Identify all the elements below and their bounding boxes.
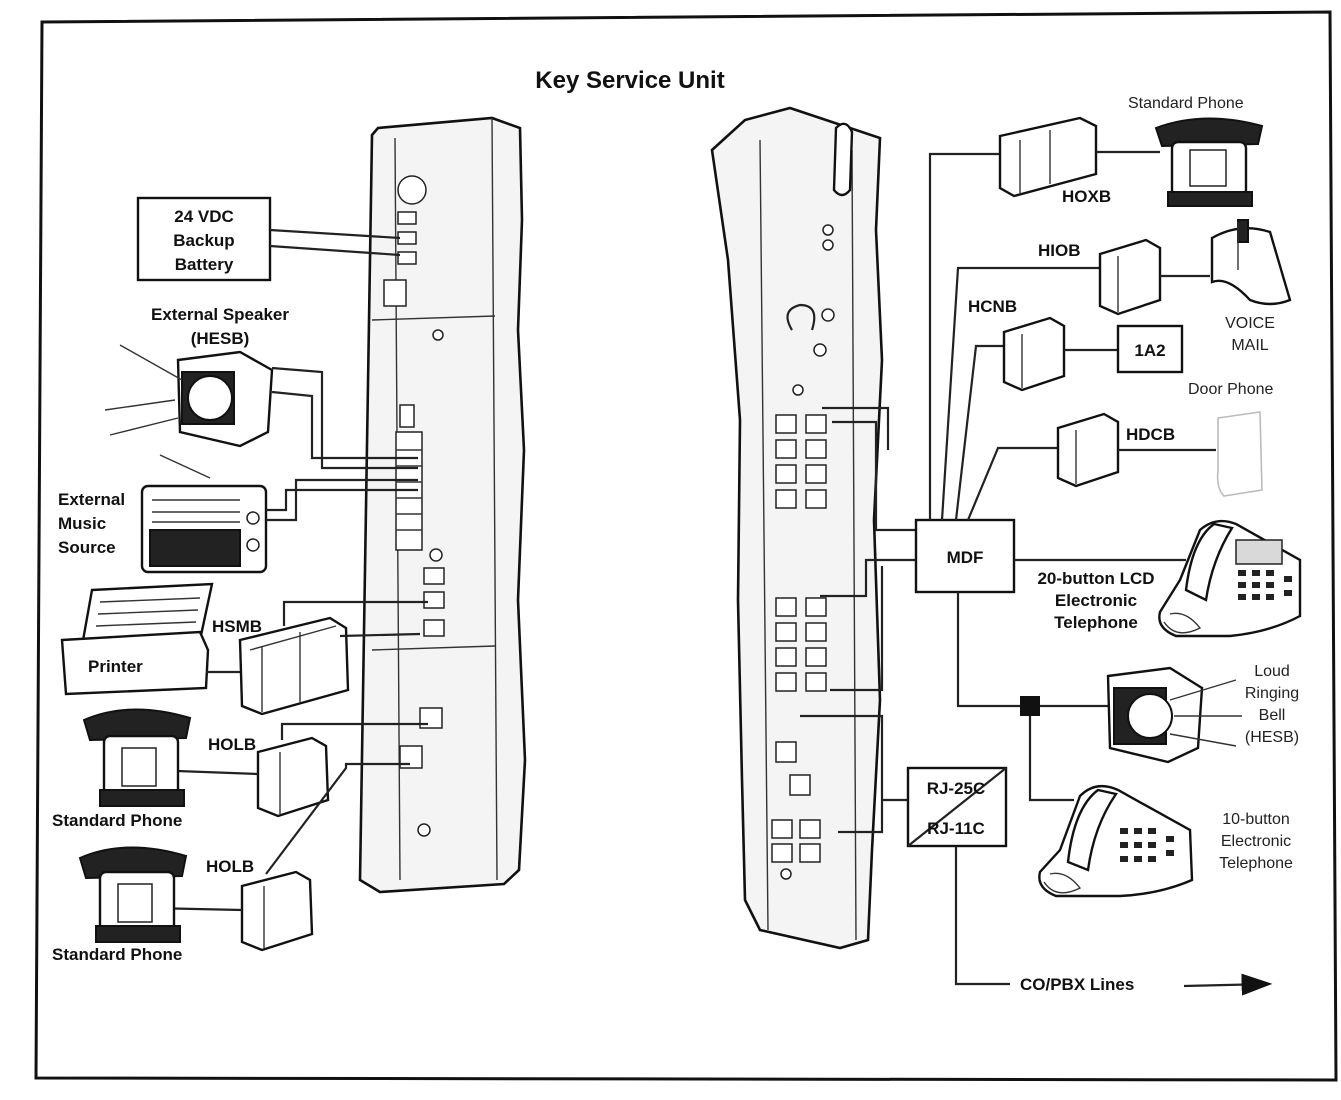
door-phone-label: Door Phone (1188, 381, 1273, 398)
lcd-electronic-telephone-icon (1159, 521, 1300, 636)
standard-phone-1-icon (84, 709, 190, 806)
voice-mail-label-1: VOICE (1225, 315, 1275, 332)
bell-label-1: Loud (1254, 663, 1290, 680)
junction-block (1020, 696, 1040, 716)
rj25c-label: RJ-25C (927, 779, 986, 798)
printer-icon: Printer (62, 584, 212, 694)
hsmb-label: HSMB (212, 617, 262, 636)
mdf-label: MDF (947, 548, 984, 567)
speaker-label-1: External Speaker (151, 305, 289, 324)
ksu-front-unit (360, 118, 525, 892)
music-label-3: Source (58, 538, 116, 557)
co-lines-arrow (1184, 984, 1268, 986)
backup-battery: 24 VDC Backup Battery (138, 198, 270, 280)
bell-label-4: (HESB) (1245, 729, 1299, 746)
rj-jack-box: RJ-25C RJ-11C (908, 768, 1006, 846)
holb-2-label: HOLB (206, 857, 254, 876)
btn10-phone-label-1: 10-button (1222, 811, 1290, 828)
bell-label-3: Bell (1259, 707, 1286, 724)
hcnb-label: HCNB (968, 297, 1017, 316)
diagram-title: Key Service Unit (535, 67, 724, 94)
standard-phone-2-icon (80, 847, 186, 942)
lcd-phone-label-1: 20-button LCD (1037, 569, 1154, 588)
btn10-phone-label-3: Telephone (1219, 855, 1293, 872)
holb-1-label: HOLB (208, 735, 256, 754)
music-label-2: Music (58, 514, 106, 533)
music-label-1: External (58, 490, 125, 509)
btn10-phone-label-2: Electronic (1221, 833, 1291, 850)
music-source-radio-icon (142, 455, 266, 572)
battery-label-1: 24 VDC (174, 207, 234, 226)
battery-label-2: Backup (173, 231, 234, 250)
hdcb-module (1058, 414, 1118, 486)
holb-2-module (242, 872, 312, 950)
ksu-rear-unit (712, 108, 882, 948)
door-phone-icon (1218, 412, 1262, 496)
standard-phone-top-icon (1156, 118, 1262, 206)
co-pbx-lines-label: CO/PBX Lines (1020, 975, 1134, 994)
hdcb-label: HDCB (1126, 425, 1175, 444)
key-system-1a2-box: 1A2 (1118, 326, 1182, 372)
hiob-label: HIOB (1038, 241, 1081, 260)
bell-label-2: Ringing (1245, 685, 1299, 702)
external-speaker-icon (105, 345, 272, 446)
rj11c-label: RJ-11C (927, 819, 985, 838)
lcd-phone-label-3: Telephone (1054, 613, 1138, 632)
hoxb-module (1000, 118, 1096, 196)
mdf-box: MDF (916, 520, 1014, 592)
a1a2-label: 1A2 (1134, 341, 1165, 360)
hoxb-label: HOXB (1062, 187, 1111, 206)
electronic-telephone-10-button-icon (1039, 786, 1192, 896)
speaker-label-2: (HESB) (191, 329, 250, 348)
std-phone-2-label: Standard Phone (52, 945, 182, 964)
hiob-module (1100, 240, 1160, 314)
battery-label-3: Battery (175, 255, 234, 274)
hcnb-module (1004, 318, 1064, 390)
std-phone-1-label: Standard Phone (52, 811, 182, 830)
voice-mail-mailbox-icon (1212, 220, 1290, 304)
printer-label: Printer (88, 657, 143, 676)
std-phone-top-label: Standard Phone (1128, 95, 1244, 112)
loud-ringing-bell-icon (1108, 668, 1242, 762)
lcd-phone-label-2: Electronic (1055, 591, 1137, 610)
voice-mail-label-2: MAIL (1231, 337, 1268, 354)
